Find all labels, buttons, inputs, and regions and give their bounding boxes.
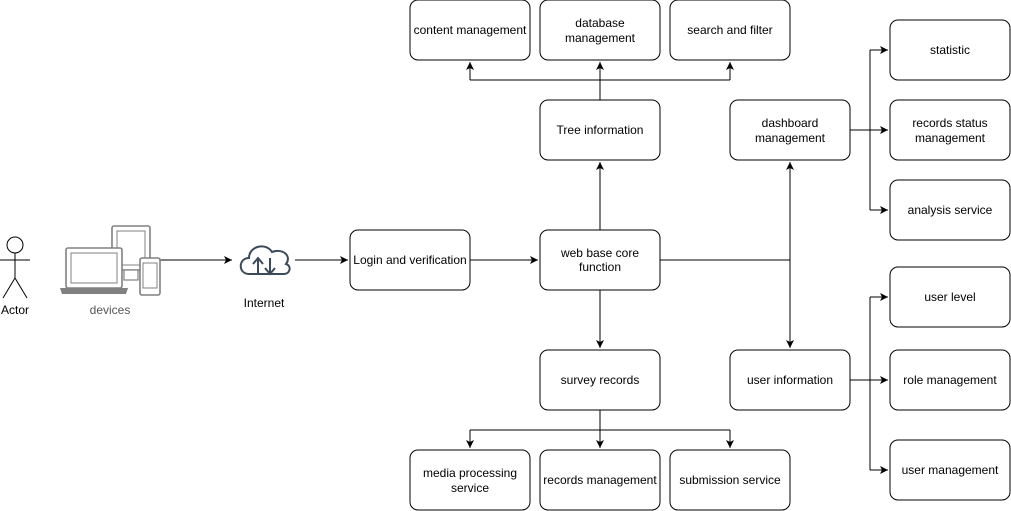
node-tree: Tree information [539, 99, 661, 161]
cloud-icon [239, 245, 291, 276]
core-label-1: web base core [560, 246, 639, 260]
node-analysis: analysis service [889, 179, 1011, 241]
connectors [160, 46, 888, 474]
node-core: web base core function [539, 229, 661, 291]
statistic-label: statistic [930, 43, 970, 57]
records-status-label-2: management [915, 131, 986, 145]
node-statistic: statistic [889, 19, 1011, 81]
records-status-label-1: records status [912, 116, 987, 130]
node-user-information: user information [729, 349, 851, 411]
media-label-1: media processing [423, 466, 517, 480]
node-user-management: user management [889, 439, 1011, 501]
node-database: database management [539, 0, 661, 61]
database-label-2: management [565, 31, 636, 45]
node-survey: survey records [539, 349, 661, 411]
internet-label: Internet [244, 296, 285, 310]
search-label: search and filter [687, 23, 772, 37]
login-label: Login and verification [353, 253, 466, 267]
user-level-label: user level [924, 290, 975, 304]
node-login: Login and verification [349, 229, 471, 291]
node-records-status: records status management [889, 99, 1011, 161]
dashboard-label-1: dashboard [762, 116, 819, 130]
devices-icon [60, 225, 161, 296]
survey-label: survey records [561, 373, 640, 387]
node-dashboard: dashboard management [729, 99, 851, 161]
core-label-2: function [579, 260, 621, 274]
tree-label: Tree information [557, 123, 644, 137]
analysis-label: analysis service [908, 203, 993, 217]
actor-head [6, 236, 24, 254]
records-management-label: records management [543, 473, 657, 487]
submission-label: submission service [679, 473, 781, 487]
actor-label: Actor [1, 303, 29, 317]
node-records-management: records management [539, 449, 661, 511]
devices-label: devices [90, 303, 131, 317]
media-label-2: service [451, 481, 489, 495]
node-content: content management [409, 0, 531, 61]
node-role-management: role management [889, 349, 1011, 411]
dashboard-label-2: management [755, 131, 826, 145]
node-submission: submission service [669, 449, 791, 511]
content-label: content management [414, 23, 527, 37]
user-information-label: user information [747, 373, 833, 387]
role-management-label: role management [903, 373, 997, 387]
database-label-1: database [575, 16, 625, 30]
node-search: search and filter [669, 0, 791, 61]
user-management-label: user management [902, 463, 999, 477]
actor-figure [0, 236, 30, 299]
node-user-level: user level [889, 266, 1011, 328]
node-media: media processing service [409, 449, 531, 511]
